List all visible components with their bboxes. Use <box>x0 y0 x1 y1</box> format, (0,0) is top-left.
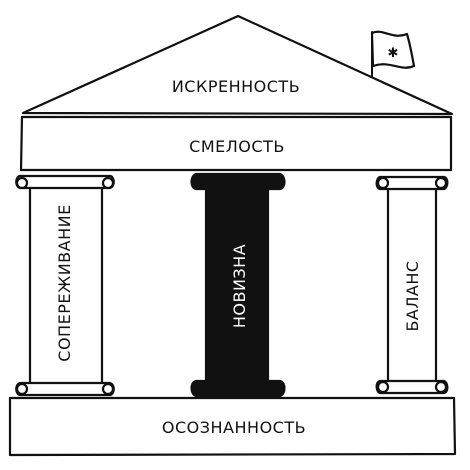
svg-text:✱: ✱ <box>388 46 399 61</box>
roof-pediment <box>21 14 454 116</box>
column-middle: НОВИЗНА <box>190 172 286 398</box>
base-stylobate <box>8 396 457 457</box>
column-left: СОПЕРЕЖИВАНИЕ <box>15 174 115 397</box>
column-right-label: БАЛАНС <box>403 260 422 331</box>
base-label: ОСОЗНАННОСТЬ <box>162 418 306 437</box>
flag-with-star-icon: ✱ <box>370 30 416 85</box>
column-left-label: СОПЕРЕЖИВАНИЕ <box>55 204 74 361</box>
roof-label: ИСКРЕННОСТЬ <box>172 77 300 96</box>
architrave-label: СМЕЛОСТЬ <box>189 137 285 156</box>
column-right: БАЛАНС <box>375 175 449 395</box>
architrave <box>19 115 453 172</box>
column-middle-label: НОВИЗНА <box>230 244 249 328</box>
